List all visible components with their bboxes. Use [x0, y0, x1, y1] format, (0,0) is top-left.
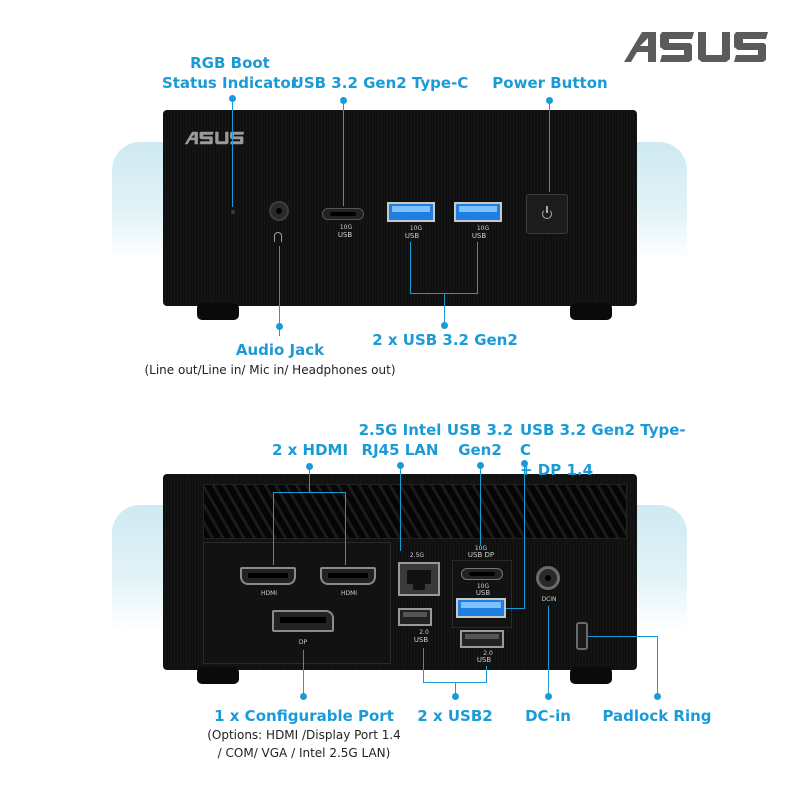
usb3-speed: 10G [476, 583, 490, 590]
rj45-lan-port[interactable] [398, 562, 440, 596]
asus-logo [620, 30, 770, 64]
leader-dot [340, 97, 347, 104]
label-power-button: Power Button [492, 74, 608, 92]
leader-power [549, 100, 550, 192]
leader-hdmi-stem [309, 466, 310, 492]
label-audio-sub: (Line out/Line in/ Mic in/ Headphones ou… [144, 363, 396, 377]
leader-usb2-stem [455, 682, 456, 696]
label-typec-dp: USB 3.2 Gen2 Type-C + DP 1.4 [520, 421, 686, 479]
label-hdmi-x2: 2 x HDMI [271, 441, 349, 459]
leader-usb-stem [444, 293, 445, 326]
front-usb-typec-port[interactable] [322, 208, 364, 220]
dp-label: DP [298, 639, 308, 646]
rear-usb2-port-b[interactable] [460, 630, 504, 648]
leader-dot [546, 97, 553, 104]
front-usb-a1-usb: USB [404, 232, 420, 240]
label-front-usb-typec: USB 3.2 Gen2 Type-C [291, 74, 469, 92]
leader-audio [279, 246, 280, 336]
configurable-port-panel [203, 542, 391, 664]
rear-usb2-port-a[interactable] [398, 608, 432, 626]
label-lan: 2.5G Intel RJ45 LAN [358, 421, 442, 459]
leader-hdmi-left [273, 492, 274, 565]
front-usb-a-port-2[interactable] [454, 202, 502, 222]
front-usb-a2-usb: USB [471, 232, 487, 240]
usb2a-name: USB [413, 636, 429, 644]
front-foot-left [197, 303, 239, 320]
leader-typec [343, 100, 344, 206]
leader-usb32 [480, 465, 481, 545]
displayport-port[interactable] [272, 610, 334, 632]
usb2b-name: USB [476, 656, 492, 664]
typec-name-label: USB DP [467, 551, 495, 559]
usb2b-ver: 2.0 [483, 650, 493, 657]
power-icon [542, 209, 552, 219]
device-logo [183, 130, 245, 146]
label-audio-jack: Audio Jack [235, 341, 325, 359]
leader-hdmi-bar [273, 492, 346, 493]
audio-jack[interactable] [269, 201, 289, 221]
rear-foot-left [197, 667, 239, 684]
label-usb-gen2-x2: 2 x USB 3.2 Gen2 [372, 331, 518, 349]
rear-vent-grille [203, 484, 627, 539]
power-button[interactable] [526, 194, 568, 234]
label-dcin: DC-in [525, 707, 571, 725]
leader-dot [276, 323, 283, 330]
label-padlock: Padlock Ring [602, 707, 712, 725]
hdmi2-label: HDMI [340, 590, 358, 597]
rear-usb-typec-dp-port[interactable] [461, 568, 503, 580]
headset-icon [274, 232, 282, 242]
leader-typec-dp-v [524, 463, 525, 608]
front-typec-usb: USB [337, 231, 353, 239]
label-rgb-boot: RGB Boot Status Indicator [161, 54, 299, 92]
leader-dot [545, 693, 552, 700]
dc-in-port[interactable] [536, 566, 560, 590]
label-config-sub: (Options: HDMI /Display Port 1.4 / COM/ … [207, 728, 401, 760]
leader-usb2-left [423, 648, 424, 682]
label-usb32-gen2: USB 3.2 Gen2 [446, 421, 514, 459]
leader-dot [441, 322, 448, 329]
front-usb-a-port-1[interactable] [387, 202, 435, 222]
leader-dot [452, 693, 459, 700]
label-usb2-x2: 2 x USB2 [417, 707, 493, 725]
hdmi1-label: HDMI [260, 590, 278, 597]
leader-usb2-right [486, 666, 487, 682]
hdmi-port-2[interactable] [320, 567, 376, 585]
leader-padlock-v [657, 636, 658, 696]
rear-usb3-gen2-port[interactable] [456, 598, 506, 618]
dcin-label: DCIN [541, 596, 557, 603]
label-config-port: 1 x Configurable Port [214, 707, 394, 725]
usb2a-ver: 2.0 [419, 629, 429, 636]
padlock-ring[interactable] [576, 622, 588, 650]
leader-typec-dp-h [506, 608, 525, 609]
rear-foot-right [570, 667, 612, 684]
leader-usb-bracket-left [410, 242, 411, 294]
leader-config [303, 650, 304, 696]
leader-padlock-h [588, 636, 658, 637]
lan-speed-label: 2.5G [409, 552, 425, 559]
front-usb-a1-speed: 10G [409, 225, 423, 232]
usb3-name: USB [475, 589, 491, 597]
rgb-status-led [231, 210, 235, 214]
leader-dcin [548, 606, 549, 696]
leader-usb-bracket-right [477, 242, 478, 294]
leader-lan [400, 465, 401, 551]
hdmi-port-1[interactable] [240, 567, 296, 585]
front-usb-a2-speed: 10G [476, 225, 490, 232]
front-typec-speed: 10G [339, 224, 353, 231]
leader-rgb [232, 97, 233, 207]
leader-dot [300, 693, 307, 700]
typec-top-label: 10G [474, 545, 488, 552]
leader-dot [229, 95, 236, 102]
front-foot-right [570, 303, 612, 320]
leader-hdmi-right [345, 492, 346, 565]
leader-dot [654, 693, 661, 700]
